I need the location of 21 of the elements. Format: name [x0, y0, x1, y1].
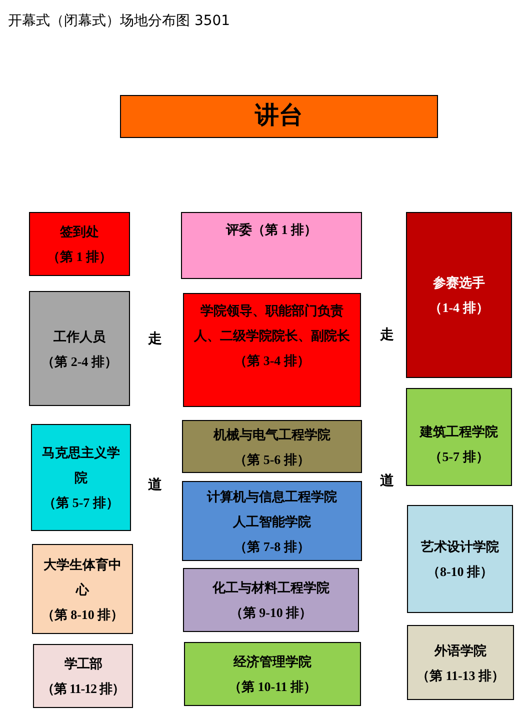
seating-area-box: 大学生体育中心 （第 8-10 排）: [32, 544, 133, 634]
seating-area-box: 签到处 （第 1 排）: [29, 212, 130, 276]
diagram-title: 开幕式（闭幕式）场地分布图 3501: [8, 12, 230, 30]
seating-area-box: 经济管理学院 （第 10-11 排）: [184, 642, 361, 706]
seating-area-box: 外语学院 （第 11-13 排）: [407, 625, 514, 700]
seating-area-box: 马克思主义学院 （第 5-7 排）: [31, 424, 131, 531]
aisle-label: 走: [380, 326, 394, 344]
seating-area-box: 学院领导、职能部门负责人、二级学院院长、副院长 （第 3-4 排）: [183, 293, 361, 407]
seating-area-box: 机械与电气工程学院 （第 5-6 排）: [182, 420, 362, 473]
seating-area-box: 评委（第 1 排）: [181, 212, 362, 279]
seating-area-box: 计算机与信息工程学院 人工智能学院 （第 7-8 排）: [182, 481, 362, 561]
seating-area-box: 艺术设计学院 （8-10 排）: [407, 505, 513, 613]
seating-area-box: 建筑工程学院 （5-7 排）: [406, 388, 512, 486]
seating-area-box: 化工与材料工程学院 （第 9-10 排）: [183, 568, 359, 632]
seating-area-box: 工作人员 （第 2-4 排）: [29, 291, 130, 406]
aisle-label: 走: [148, 330, 162, 348]
podium-box: 讲台: [120, 95, 438, 138]
seating-area-box: 参赛选手 （1-4 排）: [406, 212, 512, 378]
aisle-label: 道: [380, 472, 394, 490]
aisle-label: 道: [148, 476, 162, 494]
seating-area-box: 学工部 （第 11-12 排）: [33, 644, 133, 708]
